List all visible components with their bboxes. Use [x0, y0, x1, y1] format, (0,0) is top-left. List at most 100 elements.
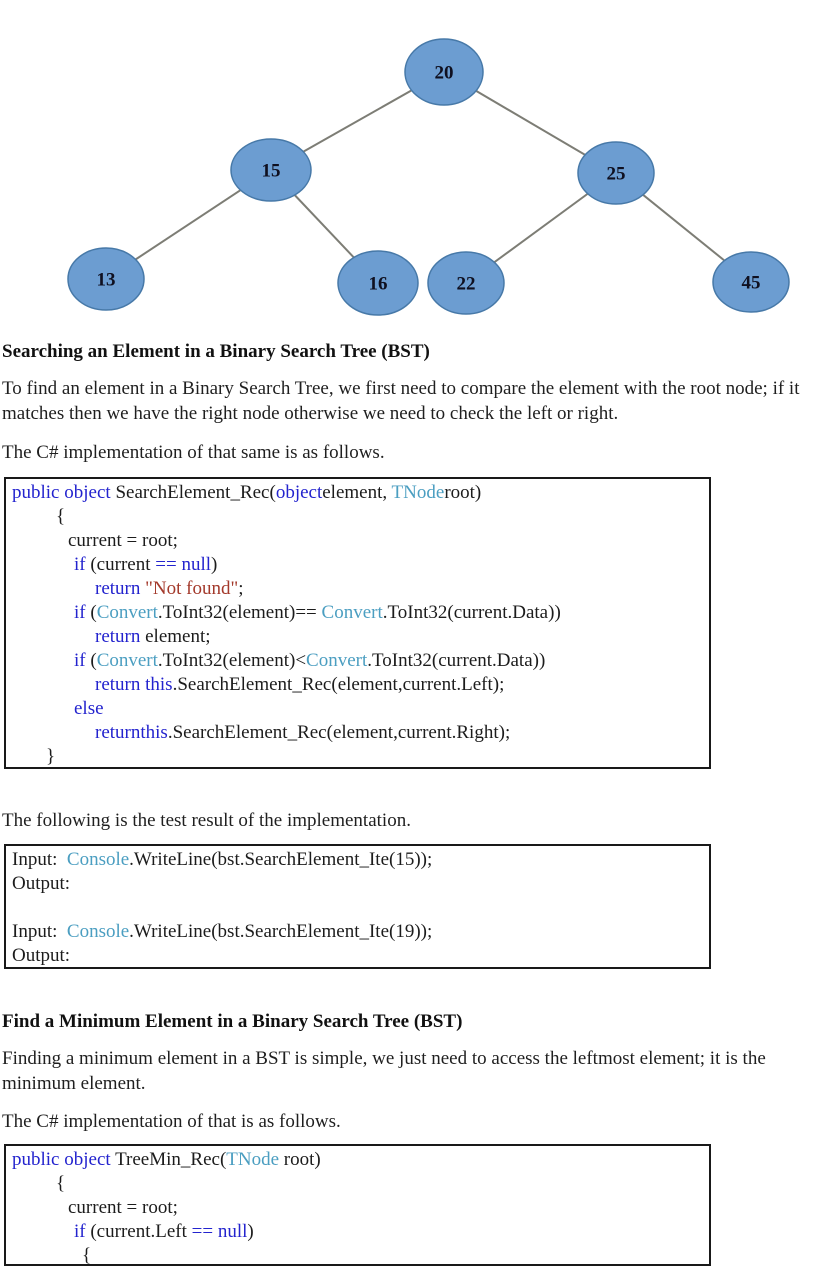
tree-node-15: 15 — [230, 138, 312, 202]
code-token-pl: { — [82, 1245, 92, 1266]
code-token-type: Console — [66, 849, 130, 870]
code-token-pl: element, — [322, 482, 392, 503]
code-token-kw: return — [95, 578, 141, 599]
paragraph-search-intro: To find an element in a Binary Search Tr… — [2, 378, 800, 424]
code-line: Input: Console.WriteLine(bst.SearchEleme… — [6, 848, 709, 872]
code-token-type: TNode — [391, 482, 445, 503]
code-token-str: "Not found" — [145, 578, 239, 599]
tree-node-label: 20 — [435, 63, 454, 84]
code-token-kw: public — [12, 482, 60, 503]
tree-node-20: 20 — [404, 38, 484, 106]
code-token-kw: object — [275, 482, 323, 503]
code-line: { — [6, 1244, 709, 1266]
tree-node-ellipse — [427, 251, 505, 315]
code-token-type: Convert — [96, 650, 158, 671]
code-token-pl: } — [46, 746, 56, 767]
code-token-kw: this — [140, 722, 168, 743]
tree-node-label: 13 — [97, 270, 116, 291]
code-token-pl: current = root; — [68, 1197, 178, 1218]
code-token-pl: .SearchElement_Rec(element,current.Right… — [167, 722, 511, 743]
code-token-pl: ( — [85, 602, 97, 623]
code-block-tree-min: public object TreeMin_Rec(TNode root){cu… — [4, 1144, 711, 1266]
code-token-kw: this — [145, 674, 173, 695]
tree-node-16: 16 — [337, 250, 419, 316]
paragraph-csharp-impl: The C# implementation of that is as foll… — [2, 1111, 341, 1132]
code-token-kw: if — [74, 602, 86, 623]
paragraph-csharp-impl-same: The C# implementation of that same is as… — [2, 442, 385, 463]
tree-node-45: 45 — [712, 251, 790, 313]
code-token-kw: null — [181, 554, 211, 575]
code-token-kw: object — [64, 1149, 111, 1170]
tree-node-22: 22 — [427, 251, 505, 315]
code-token-pl: { — [56, 1173, 66, 1194]
code-token-kw: if — [74, 650, 86, 671]
code-token-pl: .WriteLine(bst.SearchElement_Ite(19)); — [129, 921, 433, 942]
code-line — [6, 896, 709, 920]
code-line: if (current == null) — [6, 553, 709, 577]
code-token-type: Convert — [306, 650, 368, 671]
code-line: else — [6, 697, 709, 721]
paragraph-minimum-intro: Finding a minimum element in a BST is si… — [2, 1048, 766, 1094]
code-token-pl: .SearchElement_Rec(element,current.Left)… — [172, 674, 505, 695]
tree-node-ellipse — [577, 141, 655, 205]
code-token-pl: element; — [140, 626, 211, 647]
code-block-search-element: public object SearchElement_Rec(objectel… — [4, 477, 711, 769]
code-token-pl: Output: — [12, 873, 71, 894]
tree-node-13: 13 — [67, 247, 145, 311]
section-heading-searching: Searching an Element in a Binary Search … — [2, 341, 430, 362]
code-token-type: Console — [66, 921, 130, 942]
binary-tree-diagram: 20 15 25 13 16 22 45 — [67, 38, 790, 316]
code-line: public object SearchElement_Rec(objectel… — [6, 481, 709, 505]
code-line: current = root; — [6, 1196, 709, 1220]
code-token-pl: SearchElement_Rec( — [110, 482, 276, 503]
code-token-pl: Input: — [12, 849, 67, 870]
code-line: public object TreeMin_Rec(TNode root) — [6, 1148, 709, 1172]
code-token-pl: ; — [238, 578, 244, 599]
tree-node-ellipse — [712, 251, 790, 313]
code-block-test-io: Input: Console.WriteLine(bst.SearchEleme… — [4, 844, 711, 969]
code-line: if (Convert.ToInt32(element)<Convert.ToI… — [6, 649, 709, 673]
tree-node-ellipse — [404, 38, 484, 106]
code-line: return this.SearchElement_Rec(element,cu… — [6, 673, 709, 697]
tree-node-label: 22 — [457, 274, 476, 295]
code-line: returnthis.SearchElement_Rec(element,cur… — [6, 721, 709, 745]
code-token-pl — [12, 897, 17, 918]
code-line: Output: — [6, 944, 709, 967]
tree-node-ellipse — [67, 247, 145, 311]
code-line: return element; — [6, 625, 709, 649]
code-token-kw: return — [95, 674, 141, 695]
code-token-kw: else — [74, 698, 104, 719]
code-token-pl: .ToInt32(current.Data)) — [382, 602, 561, 623]
code-token-type: Convert — [321, 602, 383, 623]
code-token-kw: == — [155, 554, 177, 575]
code-token-pl: (current.Left — [85, 1221, 192, 1242]
code-line: { — [6, 1172, 709, 1196]
code-token-kw: object — [64, 482, 111, 503]
code-token-kw: if — [74, 1221, 86, 1242]
code-token-pl: .ToInt32(element)== — [157, 602, 322, 623]
code-line: } — [6, 745, 709, 767]
code-line: if (current.Left == null) — [6, 1220, 709, 1244]
code-token-pl: root) — [279, 1149, 321, 1170]
code-line: Output: — [6, 872, 709, 896]
tree-node-label: 25 — [607, 164, 626, 185]
paragraph-test-result: The following is the test result of the … — [2, 810, 411, 831]
code-line: if (Convert.ToInt32(element)== Convert.T… — [6, 601, 709, 625]
code-token-kw: null — [217, 1221, 248, 1242]
code-token-kw: public — [12, 1149, 60, 1170]
tree-node-label: 16 — [369, 274, 388, 295]
code-token-type: Convert — [96, 602, 158, 623]
code-token-kw: return — [95, 722, 141, 743]
code-token-pl: .ToInt32(element)< — [157, 650, 307, 671]
code-token-pl: .ToInt32(current.Data)) — [367, 650, 546, 671]
code-token-kw: if — [74, 554, 86, 575]
code-token-pl: { — [56, 506, 66, 527]
tree-node-ellipse — [230, 138, 312, 202]
code-token-kw: return — [95, 626, 141, 647]
code-token-type: TNode — [226, 1149, 280, 1170]
code-token-pl: ( — [85, 650, 97, 671]
tree-node-ellipse — [337, 250, 419, 316]
code-line: { — [6, 505, 709, 529]
code-line: current = root; — [6, 529, 709, 553]
